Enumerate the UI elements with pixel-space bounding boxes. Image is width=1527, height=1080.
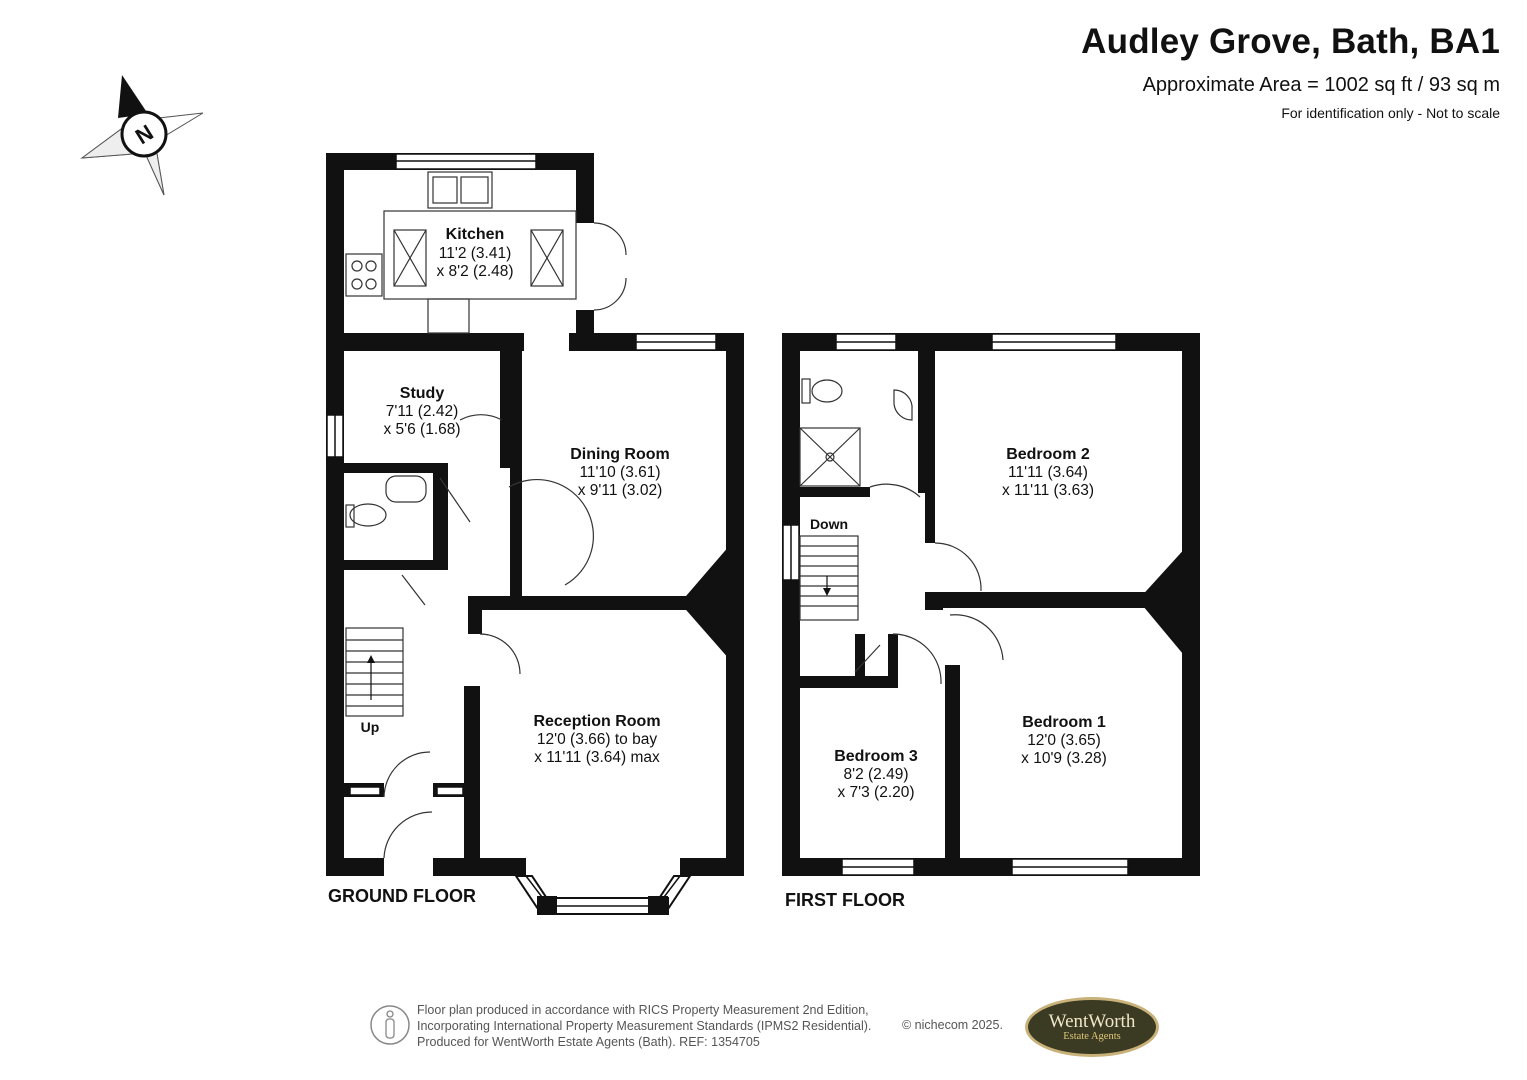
agent-logo: WentWorth Estate Agents xyxy=(1025,997,1159,1057)
study-dim2: x 5'6 (1.68) xyxy=(383,421,460,438)
reception-room-dim2: x 11'11 (3.64) max xyxy=(534,749,660,766)
study-name: Study xyxy=(400,385,445,402)
bedroom2-dim1: 11'11 (3.64) xyxy=(1008,464,1088,481)
stairs-down-label: Down xyxy=(810,516,848,532)
footer-line-2: Incorporating International Property Mea… xyxy=(417,1019,872,1033)
footer-disclaimer: Floor plan produced in accordance with R… xyxy=(417,1002,871,1050)
scale-note: For identification only - Not to scale xyxy=(1281,105,1500,121)
study-dim1: 7'11 (2.42) xyxy=(386,403,458,420)
logo-sub: Estate Agents xyxy=(1063,1030,1121,1042)
ground-floor-windows xyxy=(326,153,717,796)
kitchen-dim1: 11'2 (3.41) xyxy=(439,245,511,262)
footer-line-1: Floor plan produced in accordance with R… xyxy=(417,1003,869,1017)
kitchen-name: Kitchen xyxy=(446,226,505,243)
bedroom2-name: Bedroom 2 xyxy=(1006,446,1090,463)
stairs-up-label: Up xyxy=(361,719,380,735)
copyright: © nichecom 2025. xyxy=(902,1018,1003,1032)
dining-room-name: Dining Room xyxy=(570,446,670,463)
footer-line-3: Produced for WentWorth Estate Agents (Ba… xyxy=(417,1035,760,1049)
bedroom1-name: Bedroom 1 xyxy=(1022,714,1106,731)
bedroom2-dim2: x 11'11 (3.63) xyxy=(1002,482,1094,499)
kitchen-dim2: x 8'2 (2.48) xyxy=(436,263,513,280)
property-title: Audley Grove, Bath, BA1 xyxy=(1081,22,1500,61)
approximate-area: Approximate Area = 1002 sq ft / 93 sq m xyxy=(1142,74,1500,96)
bedroom3-dim1: 8'2 (2.49) xyxy=(844,766,909,783)
first-floor-fittings xyxy=(799,378,1004,685)
bedroom1-dim1: 12'0 (3.65) xyxy=(1027,732,1101,749)
person-scale-icon xyxy=(370,1005,410,1045)
logo-name: WentWorth xyxy=(1048,1010,1136,1032)
first-floor-windows xyxy=(782,333,1129,876)
first-floor-label: FIRST FLOOR xyxy=(785,890,905,910)
bedroom3-dim2: x 7'3 (2.20) xyxy=(837,784,914,801)
ground-floor-fittings xyxy=(345,171,627,859)
compass-icon: N xyxy=(80,75,204,196)
bay-window xyxy=(514,875,692,915)
dining-room-dim1: 11'10 (3.61) xyxy=(579,464,660,481)
ground-floor-label: GROUND FLOOR xyxy=(328,886,476,906)
reception-room-dim1: 12'0 (3.66) to bay xyxy=(537,731,657,748)
bedroom1-dim2: x 10'9 (3.28) xyxy=(1021,750,1107,767)
dining-room-dim2: x 9'11 (3.02) xyxy=(578,482,663,499)
bedroom3-name: Bedroom 3 xyxy=(834,748,918,765)
reception-room-name: Reception Room xyxy=(533,713,660,730)
